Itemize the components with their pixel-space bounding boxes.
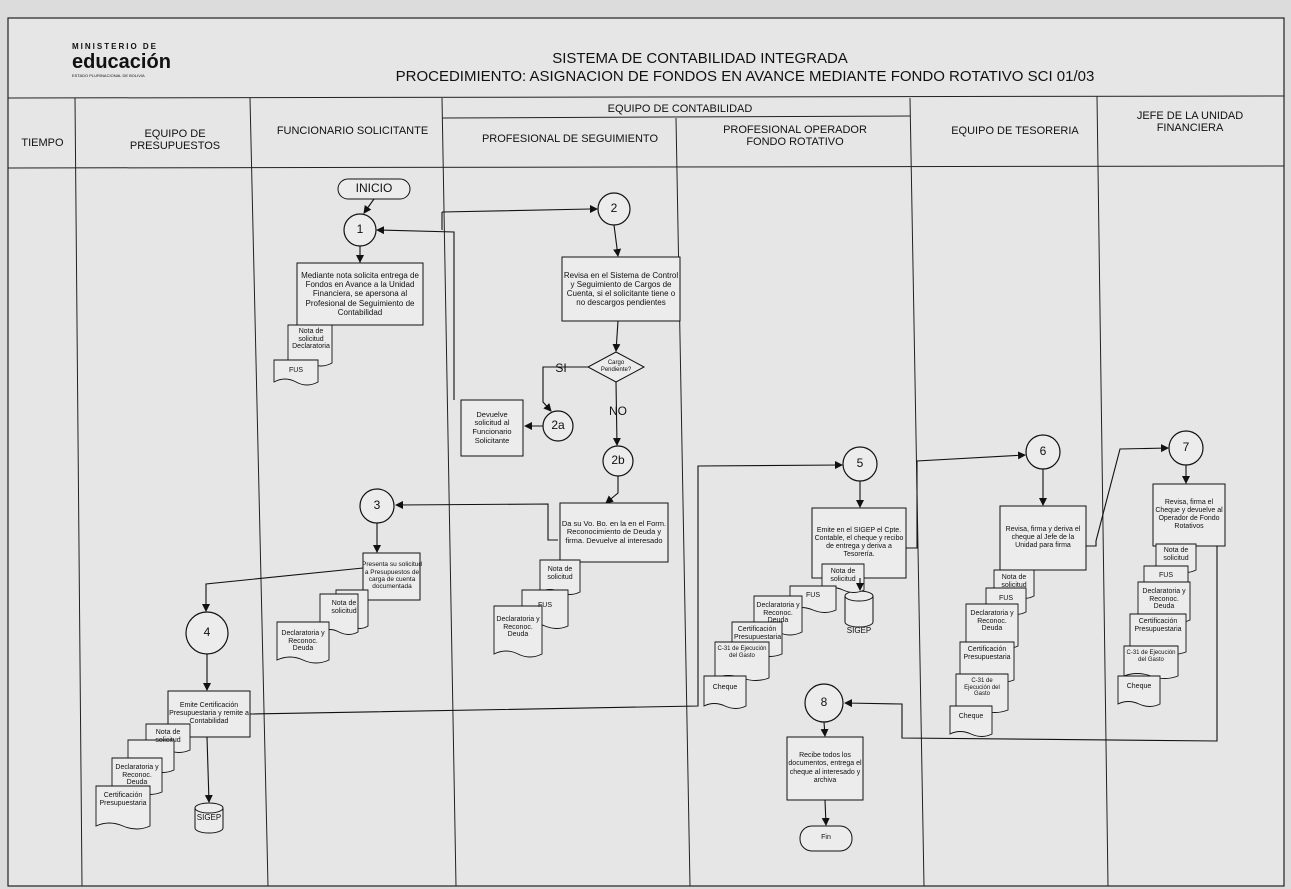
node-6: 6	[1039, 444, 1047, 459]
sigep-label-presupuestos: SIGEP	[196, 813, 222, 822]
doc-fus: FUS	[806, 592, 820, 599]
doc-c31: C-31 de Ejecución del Gasto	[964, 678, 1000, 698]
doc-declaratoria: Declaratoria y Reconoc. Deuda	[756, 602, 800, 625]
doc-nota: Nota de solicitud	[1163, 547, 1189, 562]
paper-sheet	[7, 17, 1285, 887]
doc-c31: C-31 de Ejecución del Gasto	[717, 646, 767, 659]
doc-cheque: Cheque	[712, 684, 738, 691]
process-5-text: Emite en el SIGEP el Cpte. Contable, el …	[814, 526, 904, 559]
doc-declaratoria: Declaratoria y Reconoc. Deuda	[115, 764, 159, 787]
decision-label: Cargo Pendiente?	[600, 360, 632, 373]
doc-nota: Nota de solicitud	[155, 729, 181, 744]
process-2-text: Revisa en el Sistema de Control y Seguim…	[563, 270, 679, 308]
node-2b: 2b	[611, 453, 625, 468]
column-header-tiempo: TIEMPO	[21, 137, 64, 149]
process-2a-text: Devuelve solicitud al Funcionario Solici…	[472, 409, 512, 445]
doc-fus: FUS	[538, 602, 552, 609]
column-header-jefe: JEFE DE LA UNIDAD FINANCIERA	[1136, 110, 1244, 134]
doc-declaratoria: Declaratoria y Reconoc. Deuda	[496, 616, 540, 639]
doc-certificacion: Certificación Presupuestaria	[99, 792, 147, 807]
document-shapes	[95, 324, 1197, 830]
diagram-title-line-1: SISTEMA DE CONTABILIDAD INTEGRADA	[552, 50, 848, 67]
process-2b-text: Da su Vo. Bo. en la en el Form. Reconoci…	[561, 518, 667, 545]
doc-fus: FUS	[999, 595, 1013, 602]
doc-nota: Nota de solicitud	[1001, 574, 1027, 589]
node-5: 5	[856, 456, 864, 471]
doc-declaratoria: Declaratoria y Reconoc. Deuda	[1142, 588, 1186, 611]
column-header-solicitante: FUNCIONARIO SOLICITANTE	[276, 125, 429, 137]
diagram-title-line-2: PROCEDIMIENTO: ASIGNACION DE FONDOS EN A…	[395, 68, 1095, 85]
process-7-text: Revisa, firma el Cheque y devuelve al Op…	[1155, 498, 1223, 531]
doc-nota-declaratoria: Nota de solicitud Declaratoria	[292, 328, 330, 351]
doc-cheque: Cheque	[958, 713, 984, 720]
process-box-outlines	[167, 256, 1226, 801]
doc-declaratoria: Declaratoria y Reconoc. Deuda	[970, 610, 1014, 633]
node-7: 7	[1182, 440, 1190, 455]
process-4-text: Emite Certificación Presupuestaria y rem…	[169, 701, 249, 726]
process-8-text: Recibe todos los documentos, entrega el …	[788, 752, 862, 784]
logo-line-3: ESTADO PLURINACIONAL DE BOLIVIA	[72, 73, 145, 78]
column-group-contabilidad: EQUIPO DE CONTABILIDAD	[607, 103, 753, 115]
column-header-seguimiento: PROFESIONAL DE SEGUIMIENTO	[481, 133, 659, 145]
doc-fus: FUS	[1159, 572, 1173, 579]
column-header-operador: PROFESIONAL OPERADOR FONDO ROTATIVO	[723, 124, 867, 148]
process-3-text: Presenta su solicitud a Presupuestos de …	[362, 561, 422, 591]
doc-nota: Nota de solicitud	[547, 566, 573, 581]
doc-cheque: Cheque	[1126, 683, 1152, 690]
doc-certificacion: Certificación Presupuestaria	[963, 646, 1011, 661]
node-8: 8	[820, 695, 828, 710]
flow-arrows	[202, 198, 1218, 826]
doc-nota: Nota de solicitud	[331, 600, 357, 615]
doc-certificacion: Certificación Presupuestaria	[1134, 618, 1182, 633]
connector-circles	[185, 192, 1204, 723]
node-3: 3	[373, 498, 381, 513]
doc-certificacion: Certificación Presupuestaria	[734, 626, 782, 641]
node-4: 4	[203, 625, 211, 640]
column-header-presupuestos: EQUIPO DE PRESUPUESTOS	[129, 128, 221, 152]
process-1-text: Mediante nota solicita entrega de Fondos…	[301, 271, 419, 317]
process-6-text: Revisa, firma y deriva el cheque al Jefe…	[1005, 525, 1081, 550]
sigep-label-operador: SIGEP	[846, 626, 872, 635]
node-2a: 2a	[551, 418, 565, 433]
logo-line-1: MINISTERIO DE	[72, 42, 159, 51]
node-2: 2	[610, 201, 618, 216]
start-label: INICIO	[355, 181, 393, 196]
ministry-logo: MINISTERIO DE educación ESTADO PLURINACI…	[72, 42, 202, 78]
doc-nota: Nota de solicitud	[830, 568, 856, 583]
header-line-bottom	[7, 165, 1285, 169]
decision-no-label: NO	[609, 404, 627, 418]
decision-yes-label: SI	[555, 361, 567, 375]
doc-fus: FUS	[289, 367, 303, 374]
doc-declaratoria: Declaratoria y Reconoc. Deuda	[281, 630, 325, 653]
node-1: 1	[356, 222, 364, 237]
end-terminal	[799, 825, 853, 852]
sigep-cylinders	[194, 590, 874, 834]
end-label: Fin	[821, 834, 831, 842]
doc-c31: C-31 de Ejecución del Gasto	[1126, 650, 1176, 663]
group-header-line	[441, 115, 911, 119]
column-header-tesoreria: EQUIPO DE TESORERIA	[951, 125, 1079, 137]
header-line-top	[7, 95, 1285, 99]
logo-line-2: educación	[72, 51, 171, 73]
